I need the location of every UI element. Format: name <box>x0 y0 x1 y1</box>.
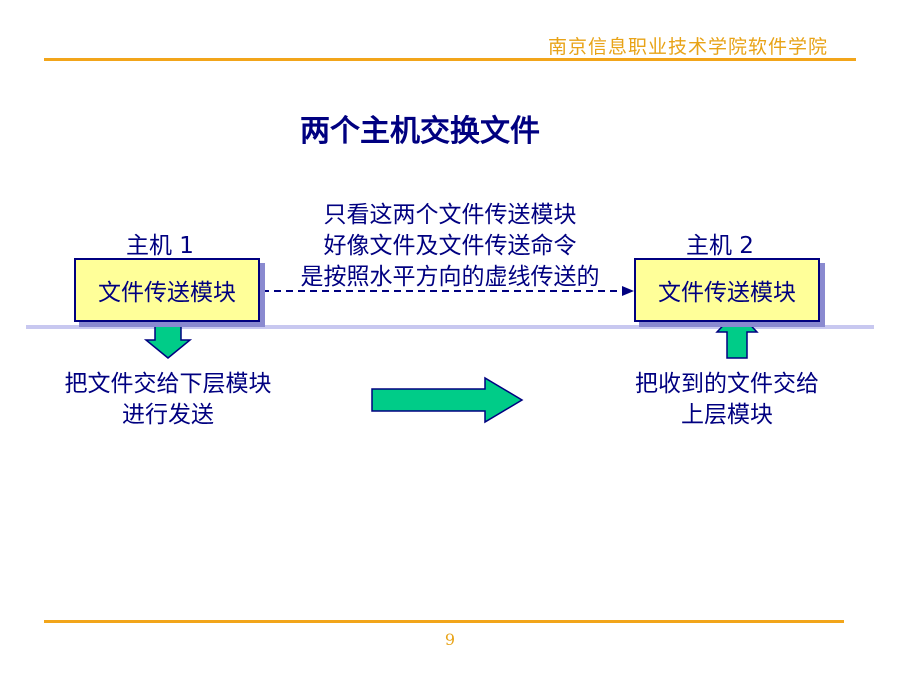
host2-module-box: 文件传送模块 <box>634 258 820 322</box>
middle-note: 只看这两个文件传送模块 好像文件及文件传送命令 是按照水平方向的虚线传送的 <box>250 200 650 293</box>
page-title: 两个主机交换文件 <box>300 114 540 149</box>
host1-note-line: 把文件交给下层模块 <box>64 371 272 397</box>
host2-note-line: 上层模块 <box>681 402 773 428</box>
host1-note: 把文件交给下层模块 进行发送 <box>30 369 306 431</box>
page-number: 9 <box>444 630 456 649</box>
middle-note-line: 只看这两个文件传送模块 <box>323 202 577 228</box>
header-rule <box>44 58 856 61</box>
footer-rule <box>44 620 844 623</box>
up-arrow-icon <box>715 309 759 359</box>
middle-note-line: 好像文件及文件传送命令 <box>323 233 577 259</box>
host1-module-box: 文件传送模块 <box>74 258 260 322</box>
host2-note-line: 把收到的文件交给 <box>635 371 819 397</box>
dashed-arrow-head <box>622 286 634 296</box>
host1-label: 主机 1 <box>126 233 194 259</box>
header-institution: 南京信息职业技术学院软件学院 <box>547 36 828 58</box>
host2-label: 主机 2 <box>686 233 754 259</box>
host1-note-line: 进行发送 <box>122 402 214 428</box>
right-arrow-icon <box>371 376 524 424</box>
host2-note: 把收到的文件交给 上层模块 <box>600 369 854 431</box>
middle-note-line: 是按照水平方向的虚线传送的 <box>300 264 600 290</box>
